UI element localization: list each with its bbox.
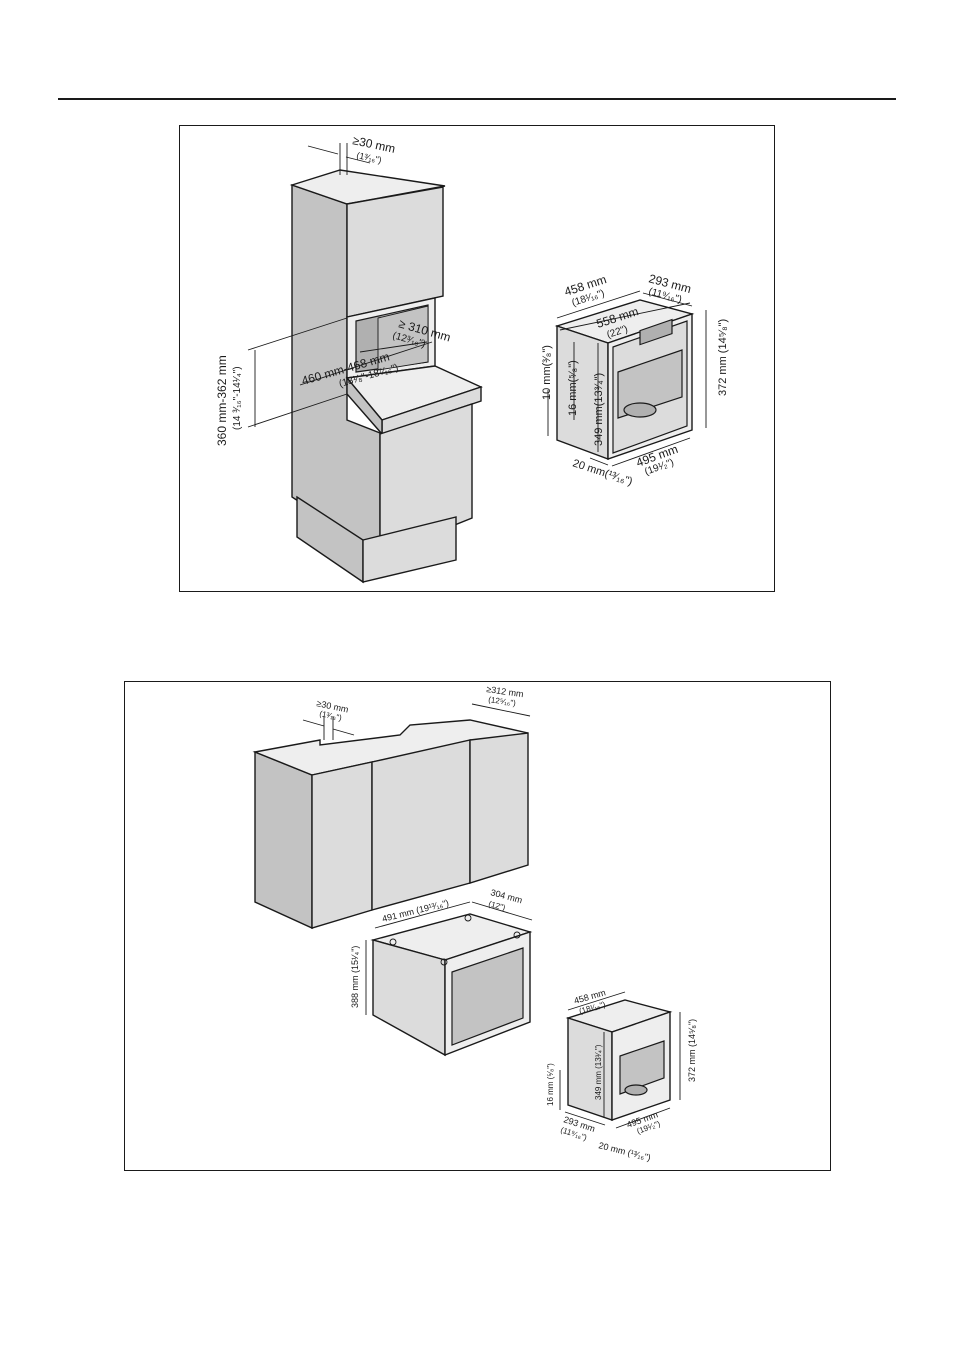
upper-cabinet-door <box>346 186 444 318</box>
wall-cabinet-door-2 <box>371 739 471 911</box>
wall-cabinet-door-3 <box>469 732 529 884</box>
svg-text:(12"): (12") <box>487 899 506 912</box>
coffee-outlet-area <box>617 349 683 419</box>
f2-housing-height-label: 388 mm (15¹⁄₄") <box>350 946 360 1008</box>
header-rule <box>58 98 896 100</box>
machine-side-small <box>567 1017 613 1121</box>
svg-text:(12⁵⁄₁₆"): (12⁵⁄₁₆") <box>488 695 517 708</box>
f2-offset-16-label: 16 mm (⁵⁄₈") <box>546 1063 555 1106</box>
f1-machine-inner-height-label: 349 mm(13³⁄₄") <box>593 373 605 446</box>
f1-offset-10-label: 10 mm(³⁄₈") <box>541 345 553 400</box>
drip-tray <box>623 402 657 418</box>
housing-opening <box>451 947 524 1046</box>
housing-side <box>372 939 446 1057</box>
f1-machine-front-height-label: 372 mm (14⁵⁄₈") <box>717 319 729 396</box>
wall-cabinet-door-1 <box>311 761 373 929</box>
f2-machine-front-height-label: 372 mm (14⁵⁄₈") <box>687 1019 697 1082</box>
svg-text:(14 ³⁄₁₆"-14¹⁄₄"): (14 ³⁄₁₆"-14¹⁄₄") <box>232 366 243 430</box>
f2-frame-depth-label: 20 mm (¹³⁄₁₆") <box>598 1140 652 1163</box>
f1-offset-16-label: 16 mm(⁵⁄₈") <box>567 360 579 416</box>
wall-cabinet-left-side <box>254 750 313 930</box>
f2-machine-inner-height-label: 349 mm (13³⁄₄") <box>594 1044 603 1100</box>
niche-width-dimension <box>299 341 433 386</box>
tall-cabinet-top <box>289 169 446 205</box>
base-cabinet-front <box>379 403 473 557</box>
plinth-front <box>362 516 457 583</box>
f1-niche-height-label: 360 mm-362 mm <box>215 355 229 446</box>
machine-display <box>639 318 673 346</box>
